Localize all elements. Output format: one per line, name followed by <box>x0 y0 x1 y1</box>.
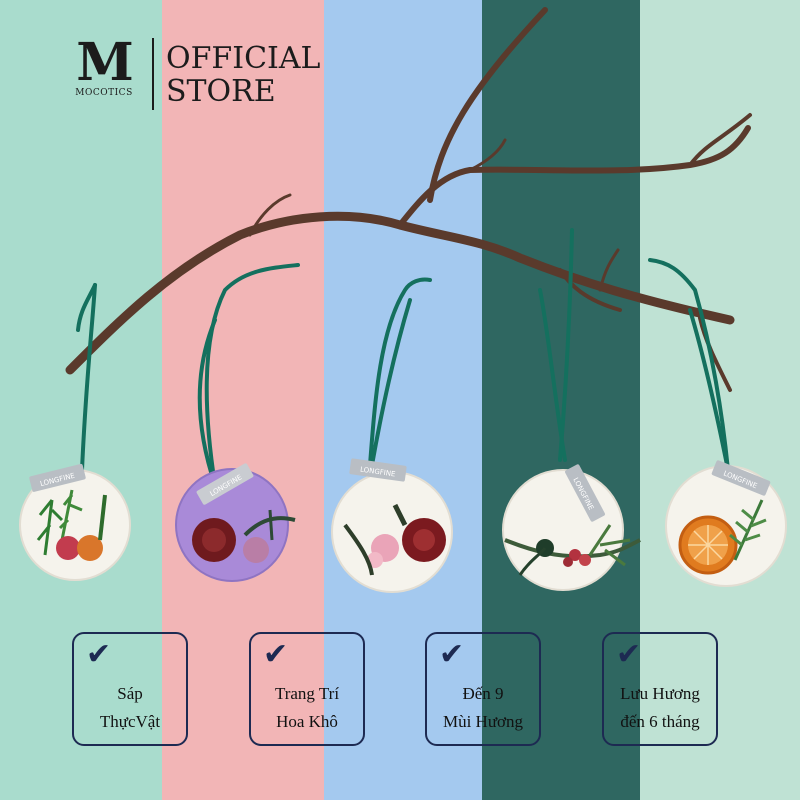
background-stripe-pink <box>162 0 324 800</box>
feature-text-2: Trang Trí Hoa Khô <box>251 680 363 736</box>
official-line-2: STORE <box>166 74 276 109</box>
wax-tablet-5: LONGFINE <box>665 460 787 587</box>
feature-4-line-2: đến 6 tháng <box>620 712 700 731</box>
feature-text-4: Lưu Hương đến 6 tháng <box>604 680 716 736</box>
wax-tablet-1: LONGFINE <box>19 463 131 581</box>
feature-2-line-2: Hoa Khô <box>276 712 338 731</box>
background-stripe-blue <box>324 0 482 800</box>
feature-badge-3: ✔ Đến 9 Mùi Hương <box>425 632 541 746</box>
feature-1-line-1: Sáp <box>117 684 143 703</box>
feature-4-line-1: Lưu Hương <box>620 684 700 703</box>
background-stripe-mint <box>0 0 162 800</box>
feature-badge-4: ✔ Lưu Hương đến 6 tháng <box>602 632 718 746</box>
feature-3-line-1: Đến 9 <box>462 684 504 703</box>
feature-text-3: Đến 9 Mùi Hương <box>427 680 539 736</box>
tree-branch <box>65 7 752 392</box>
brand-header: M MOCOTICS OFFICIAL STORE <box>68 36 320 110</box>
feature-2-line-1: Trang Trí <box>274 684 340 703</box>
logo-mark: M <box>76 32 134 93</box>
brand-logo: M MOCOTICS <box>68 32 140 99</box>
background-stripe-teal <box>482 0 640 800</box>
hanging-ribbons <box>76 228 730 487</box>
wax-tablet-4: LONGFINE <box>502 464 641 591</box>
wax-tablet-2: LONGFINE <box>175 463 296 582</box>
feature-badge-1: ✔ Sáp ThựcVật <box>72 632 188 746</box>
logo-name: MOCOTICS <box>75 88 133 98</box>
feature-text-1: Sáp ThựcVật <box>74 680 186 736</box>
wax-tablet-3: LONGFINE <box>331 458 453 593</box>
feature-badge-2: ✔ Trang Trí Hoa Khô <box>249 632 365 746</box>
brand-divider <box>152 38 154 110</box>
official-line-1: OFFICIAL <box>166 41 321 76</box>
check-icon: ✔ <box>439 637 465 672</box>
check-icon: ✔ <box>86 637 112 672</box>
check-icon: ✔ <box>616 637 642 672</box>
feature-1-line-2: ThựcVật <box>99 712 161 731</box>
official-store-label: OFFICIAL STORE <box>166 42 320 108</box>
check-icon: ✔ <box>263 637 289 672</box>
feature-3-line-2: Mùi Hương <box>442 712 524 731</box>
